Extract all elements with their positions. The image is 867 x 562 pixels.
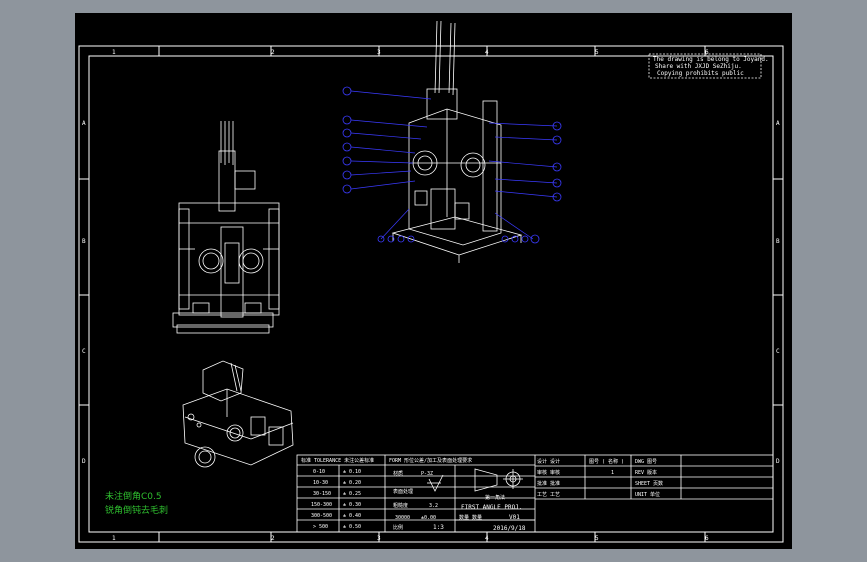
pos-b: ±0.00 — [421, 515, 436, 521]
title-block-frame — [296, 454, 774, 533]
row-label-d: D — [82, 458, 86, 465]
row-label-b-right: B — [776, 238, 780, 245]
iso-assembly — [391, 20, 523, 263]
sign-label-2: 审核 审核 — [537, 469, 560, 476]
roughness-symbol — [427, 474, 444, 492]
col-label-4-bottom: 4 — [485, 535, 489, 542]
sign-label-1: 设计 设计 — [537, 458, 560, 465]
col-label-4: 4 — [485, 49, 489, 56]
scale-label: 比例 — [393, 524, 403, 531]
note-deburr: 锐角倒钝去毛刺 — [105, 504, 168, 516]
process-header: FORM 形位公差/加工及表面处理要求 — [389, 457, 472, 464]
tol-range-6: > 500 — [313, 524, 328, 530]
tol-value-1: ± 0.10 — [343, 469, 361, 475]
sign-label-4: 工艺 工艺 — [537, 492, 560, 498]
tol-range-4: 150-300 — [311, 502, 332, 508]
tol-value-6: ± 0.50 — [343, 524, 361, 530]
projection-title: 第一角法 — [485, 494, 505, 501]
tol-value-5: ± 0.40 — [343, 513, 361, 519]
tol-range-1: 0-10 — [313, 469, 325, 475]
name-value: 1 — [611, 470, 614, 476]
tol-range-2: 10-30 — [313, 480, 328, 486]
row-label-c-right: C — [776, 348, 780, 355]
col-label-5: 5 — [595, 49, 599, 56]
col-label-6-bottom: 6 — [705, 535, 709, 542]
col-label-2-bottom: 2 — [271, 535, 275, 542]
name-label: 图号 ( 名称 ) — [589, 458, 624, 465]
right-label-1: DWG 图号 — [635, 459, 657, 465]
cad-canvas: 1 2 3 4 5 6 1 2 3 4 5 6 A B C D A B C D … — [78, 20, 784, 543]
column-ticks — [158, 46, 706, 542]
drawing-sheet: 1 2 3 4 5 6 1 2 3 4 5 6 A B C D A B C D … — [75, 13, 792, 549]
row-ticks — [79, 178, 783, 406]
row-label-a: A — [82, 120, 86, 127]
tol-range-5: 300-500 — [311, 513, 332, 519]
col-label-6: 6 — [705, 49, 709, 56]
qty-label: 数量 数量 — [459, 514, 482, 521]
iso-view-bottom — [182, 360, 294, 468]
col-label-1: 1 — [112, 49, 116, 56]
col-label-5-bottom: 5 — [595, 535, 599, 542]
version-value: V01 — [509, 514, 520, 521]
material-label: 材质 — [393, 470, 403, 477]
scale-value: 1:3 — [433, 524, 444, 531]
roughness-label: 粗糙度 — [393, 502, 408, 509]
note-chamfer: 未注倒角C0.5 — [105, 490, 162, 502]
tolerance-header: 标准 TOLERANCE 未注公差标准 — [301, 457, 374, 464]
notice-box — [648, 53, 762, 79]
projection-symbol — [474, 468, 523, 492]
tol-value-4: ± 0.30 — [343, 502, 361, 508]
right-label-2: REV 版本 — [635, 469, 657, 476]
pos-a: 30000 — [395, 515, 410, 521]
row-label-d-right: D — [776, 458, 780, 465]
hardness-label: 表面处理 — [393, 488, 413, 495]
row-label-b: B — [82, 238, 86, 245]
outer-frame — [78, 45, 784, 543]
right-label-3: SHEET 页数 — [635, 480, 663, 487]
col-label-3: 3 — [377, 49, 381, 56]
roughness-value: 3.2 — [429, 503, 438, 509]
callout-balloons — [342, 86, 562, 244]
col-label-3-bottom: 3 — [377, 535, 381, 542]
sign-label-3: 批准 批准 — [537, 480, 560, 487]
projection-label: FIRST ANGLE PROJ. — [461, 504, 522, 511]
date-value: 2016/9/18 — [493, 525, 526, 532]
tol-range-3: 30-150 — [313, 491, 331, 497]
tol-value-3: ± 0.25 — [343, 491, 361, 497]
leader-lines — [350, 90, 558, 240]
col-label-1-bottom: 1 — [112, 535, 116, 542]
right-label-4: UNIT 单位 — [635, 491, 660, 498]
notice-line-2: Share with JXJD SeZhiju. — [655, 63, 742, 70]
row-label-c: C — [82, 348, 86, 355]
front-view — [172, 121, 280, 334]
material-value: P-3Z — [421, 471, 433, 477]
tol-value-2: ± 0.20 — [343, 480, 361, 486]
row-label-a-right: A — [776, 120, 780, 127]
notice-line-1: The drawing is belong to Joyand. — [653, 56, 769, 63]
notice-line-3: Copying prohibits public — [657, 70, 744, 77]
col-label-2: 2 — [271, 49, 275, 56]
